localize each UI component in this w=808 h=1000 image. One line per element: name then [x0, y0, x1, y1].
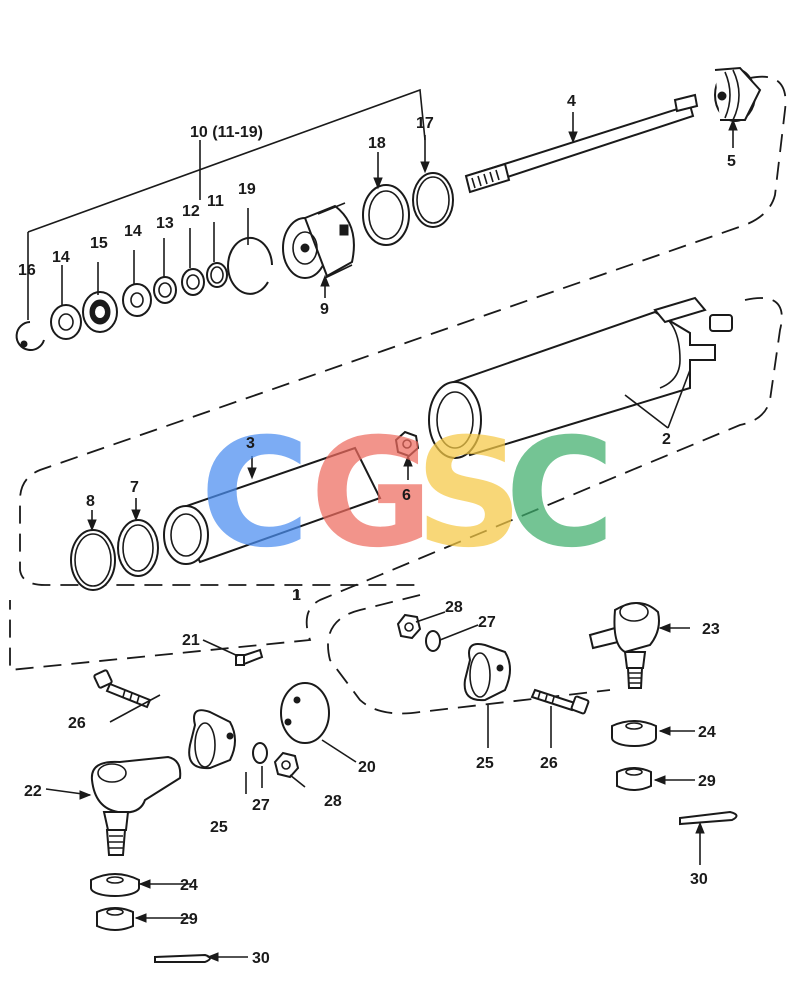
callout-label: 1: [292, 587, 301, 604]
upper-group-boundary: [19, 75, 787, 586]
washer-14-left: [50, 304, 82, 340]
callout-label: 27: [478, 614, 496, 631]
tube-3: [163, 446, 382, 565]
callout-label: 23: [702, 621, 720, 638]
washer-27-left: [252, 742, 268, 764]
callout-label: 18: [368, 135, 386, 152]
watermark: C G S C: [200, 407, 615, 581]
tie-rod-end-23: [588, 602, 660, 689]
callout-label: 30: [690, 871, 708, 888]
arrowheads: [79, 118, 738, 962]
washer-14-right: [122, 283, 152, 317]
o-ring-17: [412, 172, 454, 228]
callout-label: 26: [68, 715, 86, 732]
piston-9: [282, 202, 355, 279]
callout-label: 12: [182, 203, 200, 220]
tie-rod-group-boundary: [327, 594, 611, 715]
callout-label: 6: [402, 487, 411, 504]
callout-label: 22: [24, 783, 42, 800]
lower-group-boundary: [9, 297, 783, 671]
callout-label: 14: [124, 223, 142, 240]
callout-label: 28: [445, 599, 463, 616]
callout-label: 29: [180, 911, 198, 928]
callout-label: 3: [246, 435, 255, 452]
nut-6: [394, 430, 420, 458]
ring-8: [70, 529, 116, 591]
nut-28-left: [273, 751, 300, 779]
callout-label: 24: [180, 877, 198, 894]
bolt-26-right: [530, 688, 590, 715]
cotter-pin-30-left: [154, 953, 211, 963]
washer-12: [181, 268, 205, 296]
retaining-ring-19: [227, 236, 273, 295]
callout-label: 28: [324, 793, 342, 810]
callout-label: 8: [86, 493, 95, 510]
watermark-letter: G: [310, 407, 433, 581]
callout-label: 14: [52, 249, 70, 266]
callout-label: 10 (11-19): [190, 124, 263, 141]
callout-label: 30: [252, 950, 270, 967]
snap-ring-16: [15, 321, 45, 351]
watermark-letter: C: [505, 407, 615, 581]
o-ring-7: [117, 519, 159, 577]
nut-28-right: [396, 613, 422, 640]
callout-label: 26: [540, 755, 558, 772]
disc-20: [280, 682, 330, 744]
callout-label: 25: [476, 755, 494, 772]
clamp-25-left: [188, 709, 236, 770]
callout-label: 27: [252, 797, 270, 814]
o-ring-11: [206, 262, 228, 288]
callout-label: 25: [210, 819, 228, 836]
ring-18: [362, 184, 410, 246]
castle-nut-29-left: [96, 907, 134, 931]
seal-13: [153, 276, 177, 304]
callout-label: 29: [698, 773, 716, 790]
callout-label: 11: [207, 193, 224, 210]
callout-label: 21: [182, 632, 200, 649]
callout-label: 9: [320, 301, 329, 318]
castle-nut-29-right: [616, 767, 652, 791]
callout-label: 20: [358, 759, 376, 776]
watermark-letter: S: [415, 407, 523, 581]
callout-label: 19: [238, 181, 256, 198]
callout-label: 17: [416, 115, 434, 132]
callout-label: 4: [567, 93, 576, 110]
clamp-25-right: [463, 643, 511, 702]
callout-label: 24: [698, 724, 716, 741]
callout-label: 16: [18, 262, 36, 279]
callout-label: 13: [156, 215, 174, 232]
callout-label: 7: [130, 479, 139, 496]
callout-label: 2: [662, 431, 671, 448]
spacer-24-right: [611, 720, 657, 747]
tie-rod-end-22: [90, 755, 182, 856]
bolt-26-left: [93, 669, 152, 709]
callout-label: 5: [727, 153, 736, 170]
screw-21: [235, 648, 264, 666]
cylinder-barrel-2: [428, 296, 733, 459]
cotter-pin-30-right: [679, 810, 738, 826]
cap-5: [714, 66, 762, 122]
spacer-24-left: [90, 873, 140, 897]
bearing-15: [82, 291, 118, 333]
washer-27-right: [425, 630, 441, 652]
piston-rod-4: [464, 93, 699, 194]
watermark-letter: C: [200, 407, 310, 581]
callout-label: 15: [90, 235, 108, 252]
callout-labels: 1 2 3 4 5 6 7 8 9 10 (11-19) 11 12 13 14…: [18, 93, 736, 967]
